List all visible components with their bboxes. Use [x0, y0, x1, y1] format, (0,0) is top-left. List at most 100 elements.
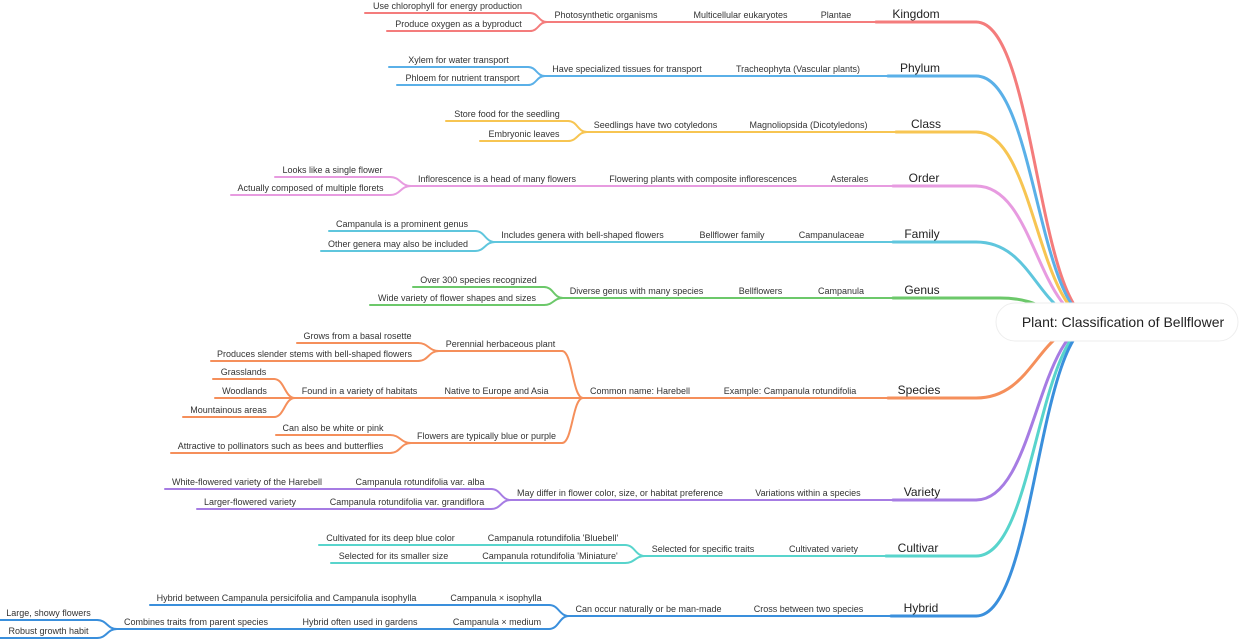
root-node[interactable]: Plant: Classification of Bellflower	[995, 302, 1239, 342]
kingdom-node[interactable]: Multicellular eukaryotes	[693, 10, 788, 20]
hybrid-node[interactable]: Combines traits from parent species	[124, 617, 269, 627]
connector-curve	[548, 615, 570, 630]
species-node[interactable]: Mountainous areas	[190, 405, 267, 415]
branch-genus-label[interactable]: Genus	[904, 283, 939, 297]
variety-node[interactable]: Campanula rotundifolia var. alba	[355, 477, 484, 487]
kingdom-node[interactable]: Plantae	[821, 10, 852, 20]
variety-node[interactable]: Variations within a species	[755, 488, 861, 498]
connector-curve	[624, 555, 646, 564]
connector-curve	[490, 488, 512, 501]
branch-hybrid-label[interactable]: Hybrid	[904, 601, 939, 615]
species-node[interactable]: Flowers are typically blue or purple	[417, 431, 556, 441]
species-node[interactable]: Can also be white or pink	[282, 423, 384, 433]
kingdom-node[interactable]: Produce oxygen as a byproduct	[395, 19, 522, 29]
species-node[interactable]: Grasslands	[221, 367, 267, 377]
hybrid-node[interactable]: Hybrid often used in gardens	[302, 617, 418, 627]
connector-curve	[975, 320, 1098, 618]
genus-node[interactable]: Campanula	[818, 286, 864, 296]
class-node[interactable]: Embryonic leaves	[488, 129, 560, 139]
species-node[interactable]: Example: Campanula rotundifolia	[724, 386, 857, 396]
connector-curve	[389, 434, 412, 444]
connector-curve	[561, 397, 584, 444]
genus-node[interactable]: Over 300 species recognized	[420, 275, 537, 285]
species-node[interactable]: Common name: Harebell	[590, 386, 690, 396]
phylum-node[interactable]: Tracheophyta (Vascular plants)	[736, 64, 860, 74]
hybrid-node[interactable]: Campanula × isophylla	[450, 593, 541, 603]
species-node[interactable]: Attractive to pollinators such as bees a…	[178, 441, 384, 451]
connector-curve	[389, 442, 412, 454]
phylum-node[interactable]: Xylem for water transport	[408, 55, 509, 65]
order-node[interactable]: Inflorescence is a head of many flowers	[418, 174, 577, 184]
species-node[interactable]: Grows from a basal rosette	[303, 331, 411, 341]
family-node[interactable]: Other genera may also be included	[328, 239, 468, 249]
cultivar-node[interactable]: Selected for specific traits	[652, 544, 755, 554]
connector-curve	[273, 397, 296, 418]
cultivar-node[interactable]: Selected for its smaller size	[339, 551, 449, 561]
connector-curve	[548, 604, 570, 617]
connector-curve	[567, 131, 588, 142]
cultivar-node[interactable]: Campanula rotundifolia 'Bluebell'	[488, 533, 619, 543]
connector-curve	[975, 130, 1098, 324]
connector-curve	[543, 297, 564, 306]
connector-curve	[474, 241, 496, 252]
hybrid-node[interactable]: Hybrid between Campanula persicifolia an…	[157, 593, 417, 603]
variety-node[interactable]: Campanula rotundifolia var. grandiflora	[330, 497, 485, 507]
genus-node[interactable]: Bellflowers	[739, 286, 783, 296]
connector-curve	[389, 185, 412, 196]
cultivar-node[interactable]: Campanula rotundifolia 'Miniature'	[482, 551, 618, 561]
connector-curve	[975, 320, 1098, 558]
branch-cultivar-label[interactable]: Cultivar	[898, 541, 939, 555]
species-node[interactable]: Perennial herbaceous plant	[446, 339, 556, 349]
connector-curve	[474, 230, 496, 243]
branch-species-label[interactable]: Species	[898, 383, 941, 397]
hybrid-node[interactable]: Cross between two species	[754, 604, 864, 614]
connector-curve	[527, 75, 546, 86]
species-node[interactable]: Found in a variety of habitats	[302, 386, 418, 396]
branch-order-label[interactable]: Order	[909, 171, 940, 185]
order-node[interactable]: Flowering plants with composite inflores…	[609, 174, 797, 184]
genus-node[interactable]: Diverse genus with many species	[570, 286, 704, 296]
connector-curve	[567, 120, 588, 133]
kingdom-node[interactable]: Use chlorophyll for energy production	[373, 1, 522, 11]
family-node[interactable]: Bellflower family	[699, 230, 765, 240]
branch-family-label[interactable]: Family	[904, 227, 939, 241]
variety-node[interactable]: May differ in flower color, size, or hab…	[517, 488, 723, 498]
order-node[interactable]: Asterales	[831, 174, 869, 184]
class-node[interactable]: Magnoliopsida (Dicotyledons)	[749, 120, 867, 130]
connector-curve	[490, 499, 512, 510]
hybrid-node[interactable]: Can occur naturally or be man-made	[575, 604, 721, 614]
order-node[interactable]: Actually composed of multiple florets	[237, 183, 384, 193]
connector-curve	[417, 350, 440, 362]
branch-phylum-label[interactable]: Phylum	[900, 61, 940, 75]
branch-variety-label[interactable]: Variety	[904, 485, 940, 499]
hybrid-node[interactable]: Large, showy flowers	[6, 608, 91, 618]
cultivar-node[interactable]: Cultivated variety	[789, 544, 859, 554]
variety-node[interactable]: White-flowered variety of the Harebell	[172, 477, 322, 487]
family-node[interactable]: Campanula is a prominent genus	[336, 219, 469, 229]
connector-curve	[529, 12, 548, 23]
hybrid-node[interactable]: Robust growth habit	[8, 626, 89, 636]
connector-curve	[273, 378, 296, 399]
genus-node[interactable]: Wide variety of flower shapes and sizes	[378, 293, 537, 303]
branch-class-label[interactable]: Class	[911, 117, 941, 131]
species-node[interactable]: Produces slender stems with bell-shaped …	[217, 349, 413, 359]
connector-curve	[417, 342, 440, 352]
branch-kingdom-label[interactable]: Kingdom	[892, 7, 939, 21]
kingdom-node[interactable]: Photosynthetic organisms	[554, 10, 658, 20]
cultivar-node[interactable]: Cultivated for its deep blue color	[326, 533, 455, 543]
class-node[interactable]: Store food for the seedling	[454, 109, 560, 119]
phylum-node[interactable]: Have specialized tissues for transport	[552, 64, 702, 74]
species-node[interactable]: Native to Europe and Asia	[444, 386, 548, 396]
variety-node[interactable]: Larger-flowered variety	[204, 497, 297, 507]
phylum-node[interactable]: Phloem for nutrient transport	[405, 73, 520, 83]
order-node[interactable]: Looks like a single flower	[282, 165, 382, 175]
species-node[interactable]: Woodlands	[222, 386, 267, 396]
hybrid-node[interactable]: Campanula × medium	[453, 617, 541, 627]
family-node[interactable]: Includes genera with bell-shaped flowers	[501, 230, 664, 240]
connector-curve	[527, 66, 546, 77]
connector-curve	[96, 628, 118, 639]
class-node[interactable]: Seedlings have two cotyledons	[594, 120, 718, 130]
family-node[interactable]: Campanulaceae	[799, 230, 865, 240]
